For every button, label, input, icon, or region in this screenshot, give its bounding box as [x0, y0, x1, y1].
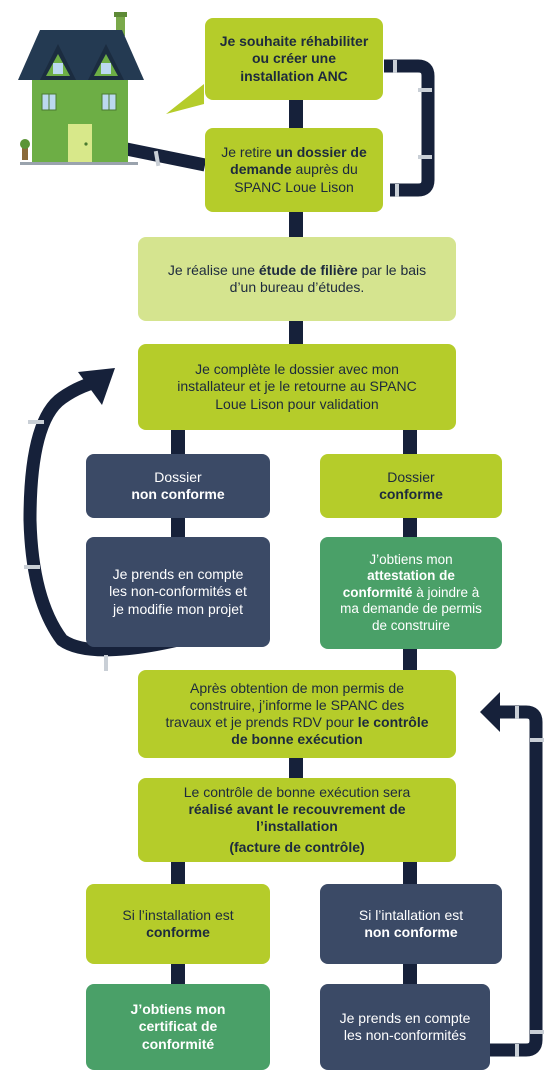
step-request-line-3: SPANC Loue Lison: [234, 178, 354, 195]
step-account-box: Je prends en compte les non-conformités: [320, 984, 490, 1070]
step-attestation-line-4: ma demande de permis: [340, 601, 482, 617]
pipe-clamp: [530, 1030, 544, 1034]
step-modify-line-3: je modifie mon projet: [113, 600, 243, 617]
loop-top-right: [384, 59, 435, 197]
step-noncompliant-line-2: non conforme: [131, 486, 225, 502]
step-compliant-line-2: conforme: [379, 486, 443, 502]
step-attestation-line-2: attestation de: [367, 568, 455, 584]
step-compliant-line-1: Dossier: [387, 468, 435, 485]
step-permit-line-3: travaux et je prends RDV pour le contrôl…: [165, 714, 428, 731]
step-attestation-line-3-bold: conformité: [342, 584, 413, 600]
step-certificate-box: J’obtiens mon certificat de conformité: [86, 984, 270, 1070]
step-noncompliant-line-1: Dossier: [154, 468, 202, 485]
step-permit-line-3-bold: le contrôle: [357, 714, 429, 730]
step-if-nonconform-line-2: non conforme: [364, 924, 458, 940]
step-complete-line-3: Loue Lison pour validation: [215, 395, 379, 412]
step-if-conform-box: Si l’installation est conforme: [86, 884, 270, 964]
step-attestation-line-1: J’obtiens mon: [369, 551, 453, 567]
step-modify-line-2: les non-conformités et: [109, 583, 247, 600]
arrow-head-left-loop: [78, 368, 115, 405]
step-control-line-1: Le contrôle de bonne exécution sera: [183, 783, 411, 800]
step-permit-line-4: de bonne exécution: [231, 731, 363, 748]
step-study-box: Je réalise une étude de filière par le b…: [138, 237, 456, 321]
step-control-box: Le contrôle de bonne exécution sera réal…: [138, 778, 456, 862]
pipe-clamp: [395, 184, 399, 197]
step-control-line-3: l’installation: [256, 818, 338, 834]
step-study-line-1-bold: étude de filière: [258, 261, 358, 278]
step-modify-line-1: Je prends en compte: [112, 566, 244, 583]
step-permit-line-3-text: travaux et je prends RDV pour: [165, 714, 358, 730]
step-certificate-line-3: conformité: [141, 1035, 215, 1052]
step-if-nonconform-box: Si l’intallation est non conforme: [320, 884, 502, 964]
loop-right-return: [486, 705, 543, 1057]
step-control-line-4: (facture de contrôle): [229, 839, 365, 856]
step-if-nonconform-line-1: Si l’intallation est: [358, 906, 464, 923]
pipe-clamp: [515, 706, 519, 719]
step-request-line-1-text: Je retire: [221, 144, 276, 161]
step-control-line-2-bold-1: réalisé: [188, 800, 233, 817]
pipe-clamp: [28, 420, 44, 424]
step-control-line-2-bold-2: avant le recouvrement de: [232, 800, 406, 817]
step-certificate-line-2: certificat de: [138, 1018, 218, 1035]
step-request-line-2: demande auprès du: [230, 161, 358, 178]
step-control-line-2: réalisé avant le recouvrement de: [188, 801, 405, 818]
step-wish-line-2: ou créer une: [251, 50, 337, 67]
step-request-box: Je retire un dossier de demande auprès d…: [205, 128, 383, 212]
pipe-clamp: [393, 60, 397, 73]
pipe-clamp: [104, 655, 108, 671]
pipe-clamp: [418, 155, 432, 159]
step-permit-line-1: Après obtention de mon permis de: [189, 679, 404, 696]
house-illustration: [18, 12, 144, 165]
step-account-line-1: Je prends en compte: [339, 1009, 471, 1026]
pipe-clamp: [153, 150, 161, 167]
step-request-line-1-bold: un dossier de: [275, 144, 367, 161]
pipe-clamp: [530, 738, 544, 742]
step-attestation-line-3-text: à joindre à: [412, 584, 480, 600]
step-account-line-2: les non-conformités: [343, 1027, 467, 1043]
step-compliant-box: Dossier conforme: [320, 454, 502, 518]
arrow-head-right-loop: [480, 692, 500, 732]
step-wish-box: Je souhaite réhabiliter ou créer une ins…: [205, 18, 383, 100]
step-study-line-1-pre: Je réalise une: [167, 261, 259, 278]
pipe-clamp: [418, 88, 432, 92]
step-attestation-box: J’obtiens mon attestation de conformité …: [320, 537, 502, 649]
speech-bubble-tail: [166, 84, 204, 114]
step-wish-line-1: Je souhaite réhabiliter: [219, 33, 369, 50]
pipe-clamp: [515, 1044, 519, 1057]
step-study-line-1-post: par le bais: [357, 261, 427, 278]
step-request-line-2-bold: demande: [230, 161, 292, 178]
step-permit-box: Après obtention de mon permis de constru…: [138, 670, 456, 758]
step-study-line-2: d’un bureau d’études.: [229, 279, 365, 295]
step-modify-box: Je prends en compte les non-conformités …: [86, 537, 270, 647]
step-attestation-line-5: de construire: [371, 617, 451, 633]
step-request-line-2-text: auprès du: [291, 161, 358, 178]
step-wish-line-3: installation ANC: [240, 67, 348, 84]
step-complete-box: Je complète le dossier avec mon installa…: [138, 344, 456, 430]
step-if-conform-line-2: conforme: [146, 924, 210, 940]
step-if-conform-line-1: Si l’installation est: [122, 906, 234, 923]
step-study-line-1: Je réalise une étude de filière par le b…: [168, 262, 426, 279]
step-request-line-1: Je retire un dossier de: [221, 144, 367, 161]
pipe-clamp: [24, 565, 40, 569]
step-complete-line-1: Je complète le dossier avec mon: [195, 361, 399, 378]
step-attestation-line-3: conformité à joindre à: [343, 585, 480, 601]
loop-left-return: [23, 373, 180, 657]
step-permit-line-2: construire, j’informe le SPANC des: [189, 696, 405, 713]
step-complete-line-2: installateur et je le retourne au SPANC: [177, 378, 417, 395]
step-noncompliant-box: Dossier non conforme: [86, 454, 270, 518]
step-certificate-line-1: J’obtiens mon: [130, 1001, 226, 1018]
